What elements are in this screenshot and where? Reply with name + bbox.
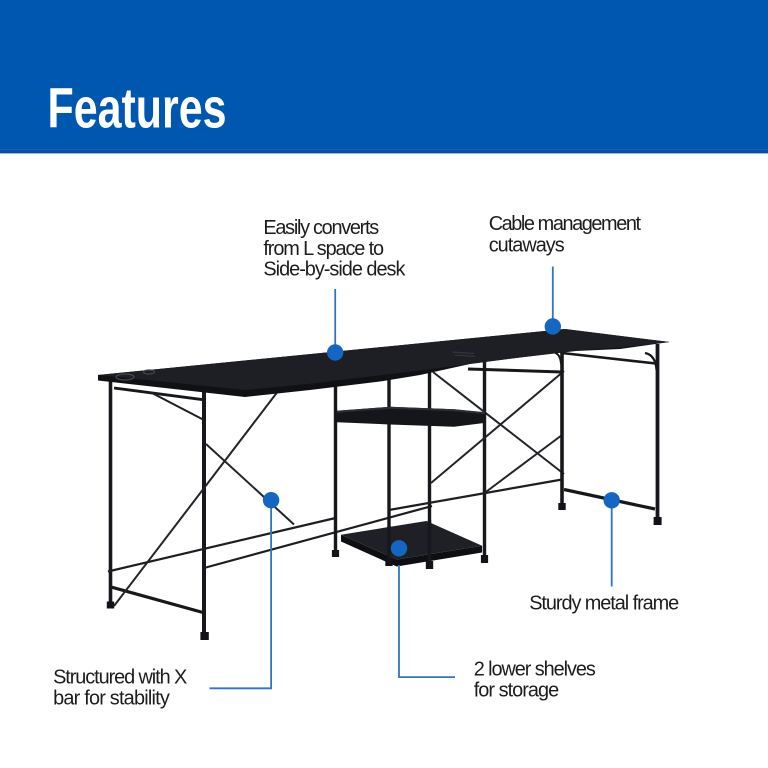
svg-text:Side-by-side desk: Side-by-side desk [263,259,405,281]
svg-text:from L space to: from L space to [263,238,384,260]
svg-text:cutaways: cutaways [489,234,565,256]
svg-text:Sturdy metal frame: Sturdy metal frame [529,593,679,615]
svg-text:Features: Features [48,77,227,140]
svg-text:bar for stability: bar for stability [53,688,170,710]
svg-text:Cable management: Cable management [489,213,642,235]
svg-text:for storage: for storage [474,680,560,702]
svg-text:Easily converts: Easily converts [263,217,379,239]
svg-text:Structured with X: Structured with X [53,667,187,689]
svg-text:2 lower shelves: 2 lower shelves [474,658,596,680]
